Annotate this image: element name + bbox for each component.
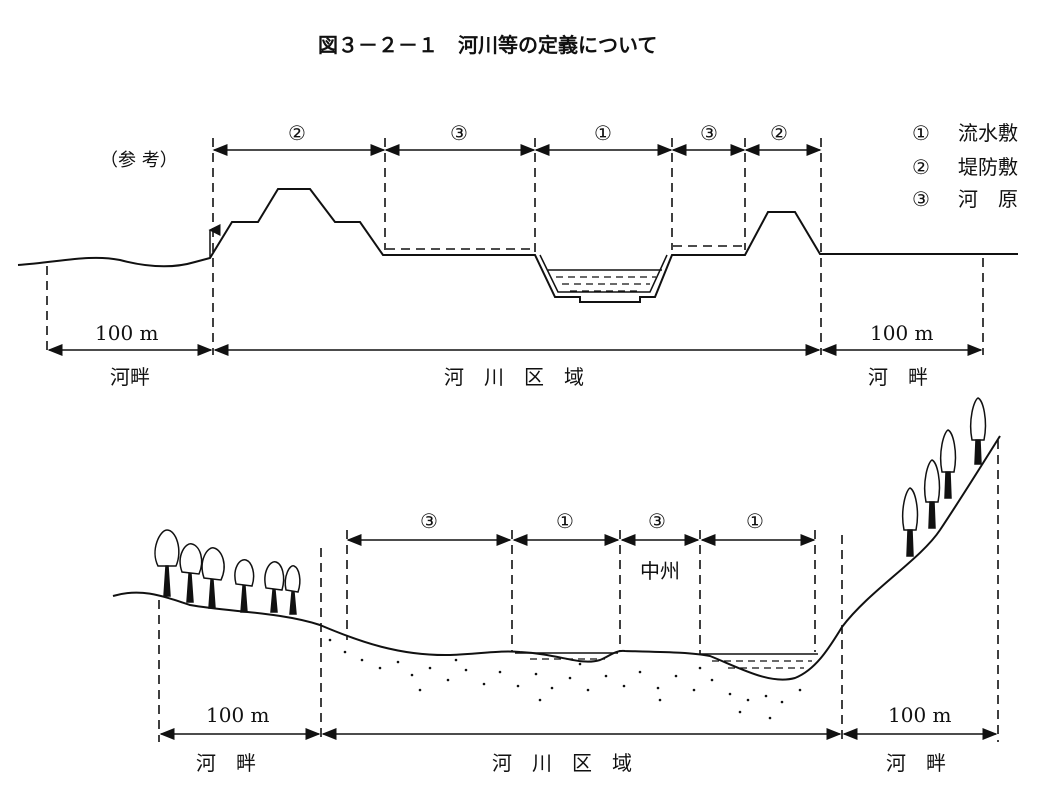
top-zone-marker-1: ②: [288, 121, 306, 145]
bottom-dist-right: 100 m: [888, 703, 952, 727]
legend-num-1: ①: [912, 121, 930, 145]
legend-label-1: 流水敷: [958, 121, 1018, 145]
bottom-dashed-guides: [158, 440, 999, 742]
bottom-ground-profile: [112, 435, 1001, 681]
top-zone-marker-3: ①: [594, 121, 612, 145]
top-dist-right: 100 m: [870, 321, 934, 345]
bottom-label-center: 河 川 区 域: [492, 751, 632, 775]
legend-label-2: 堤防敷: [958, 155, 1018, 179]
legend-label-3: 河 原: [958, 187, 1018, 211]
top-zone-marker-5: ②: [770, 121, 788, 145]
top-label-right: 河 畔: [868, 365, 928, 389]
bottom-zone-marker-1: ③: [420, 509, 438, 533]
top-dist-left: 100 m: [95, 321, 159, 345]
reference-label: （参 考）: [100, 150, 178, 171]
top-label-left: 河畔: [110, 365, 150, 389]
bottom-zone-marker-3: ③: [648, 509, 666, 533]
trees-left: [154, 529, 301, 615]
bottom-dist-left: 100 m: [206, 703, 270, 727]
bottom-zone-marker-2: ①: [556, 509, 574, 533]
top-zone-marker-2: ③: [450, 121, 468, 145]
bottom-zone-marker-4: ①: [746, 509, 764, 533]
trees-right: [901, 397, 987, 557]
top-ground-profile: [17, 188, 1018, 303]
bottom-cross-section: ③ ① ③ ① 中州: [112, 397, 1001, 775]
legend-num-2: ②: [912, 155, 930, 179]
legend-num-3: ③: [912, 187, 930, 211]
top-dashed-guides: [46, 138, 984, 355]
bottom-water: [515, 652, 818, 669]
bottom-label-left: 河 畔: [196, 751, 256, 775]
legend: ① 流水敷 ② 堤防敷 ③ 河 原: [912, 121, 1018, 211]
bottom-label-right: 河 畔: [886, 751, 946, 775]
top-cross-section: （参 考） ① 流水敷 ② 堤防敷 ③ 河 原 ② ③ ① ③ ②: [17, 121, 1018, 389]
sandbar-label: 中州: [640, 559, 680, 583]
top-channel-lining: [539, 254, 668, 293]
top-water: [548, 269, 662, 292]
sediment-stipple: [328, 638, 802, 720]
top-zone-marker-4: ③: [700, 121, 718, 145]
top-label-center: 河 川 区 域: [444, 365, 584, 389]
figure-title: 図３－２－１ 河川等の定義について: [318, 33, 657, 57]
